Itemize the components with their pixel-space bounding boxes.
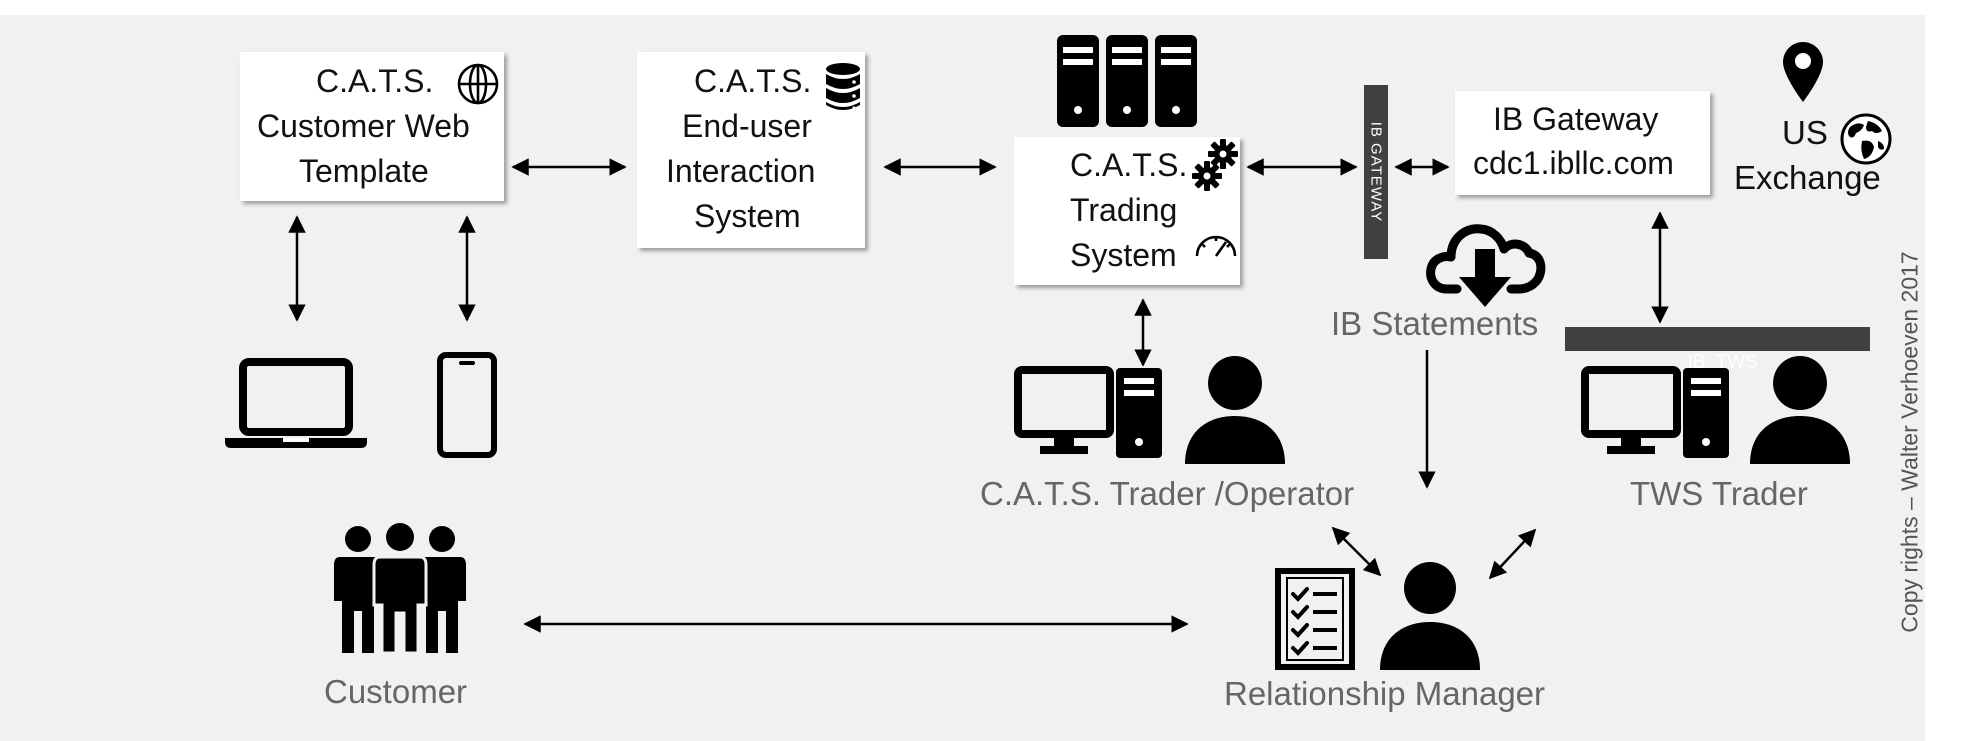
end-user-box: C.A.T.S. End-user Interaction System [637,52,865,248]
relationship-manager-label: Relationship Manager [1224,675,1546,712]
speedometer-icon [1195,235,1237,257]
tws-person-icon [1750,356,1850,464]
web-template-line-2: Customer Web [257,108,470,144]
customer-label: Customer [324,673,468,710]
trading-line-3: System [1070,237,1177,273]
ib-gateway-line-1: IB Gateway [1493,101,1659,137]
end-user-line-4: System [694,198,801,234]
gears-icon [1192,139,1238,191]
cats-trader-label: C.A.T.S. Trader /Operator [980,475,1355,512]
trading-line-1: C.A.T.S. [1070,147,1188,183]
tws-computer-icon [1581,366,1729,458]
globe-icon [457,63,499,105]
web-template-line-3: Template [299,153,429,189]
database-icon [826,63,860,110]
end-user-line-3: Interaction [666,153,816,189]
relationship-manager-person-icon [1380,562,1480,670]
us-exchange-line-1: US [1782,114,1828,151]
checklist-icon [1275,568,1355,670]
web-template-box: C.A.T.S. Customer Web Template [240,52,504,201]
end-user-line-2: End-user [682,108,812,144]
servers-icon [1057,35,1197,127]
trader-computer-icon [1014,366,1162,458]
arrow-cats-trader-manager [1331,526,1382,577]
ib-gateway-line-2: cdc1.ibllc.com [1473,145,1674,181]
us-exchange-line-2: Exchange [1734,159,1881,196]
ib-gateway-bar: IB GATEWAY [1364,85,1388,259]
end-user-line-1: C.A.T.S. [694,63,812,99]
cloud-download-icon [1426,224,1546,307]
map-pin-icon [1783,42,1823,102]
trader-person-icon [1185,356,1285,464]
ib-statements-label: IB Statements [1331,305,1539,342]
phone-icon [437,352,497,458]
laptop-icon [225,358,367,448]
customer-group-icon [334,523,466,655]
tws-trader-label: TWS Trader [1630,475,1808,512]
arrow-tws-trader-manager [1488,528,1537,580]
earth-icon [1840,113,1892,165]
trading-line-2: Trading [1070,192,1178,228]
ib-tws-bar: IB TWS [1565,327,1870,373]
ib-gateway-box: IB Gateway cdc1.ibllc.com [1455,91,1710,195]
web-template-line-1: C.A.T.S. [316,63,434,99]
ib-tws-bar-label: IB TWS [1687,352,1758,373]
trading-system-box: C.A.T.S. Trading System [1014,137,1240,285]
